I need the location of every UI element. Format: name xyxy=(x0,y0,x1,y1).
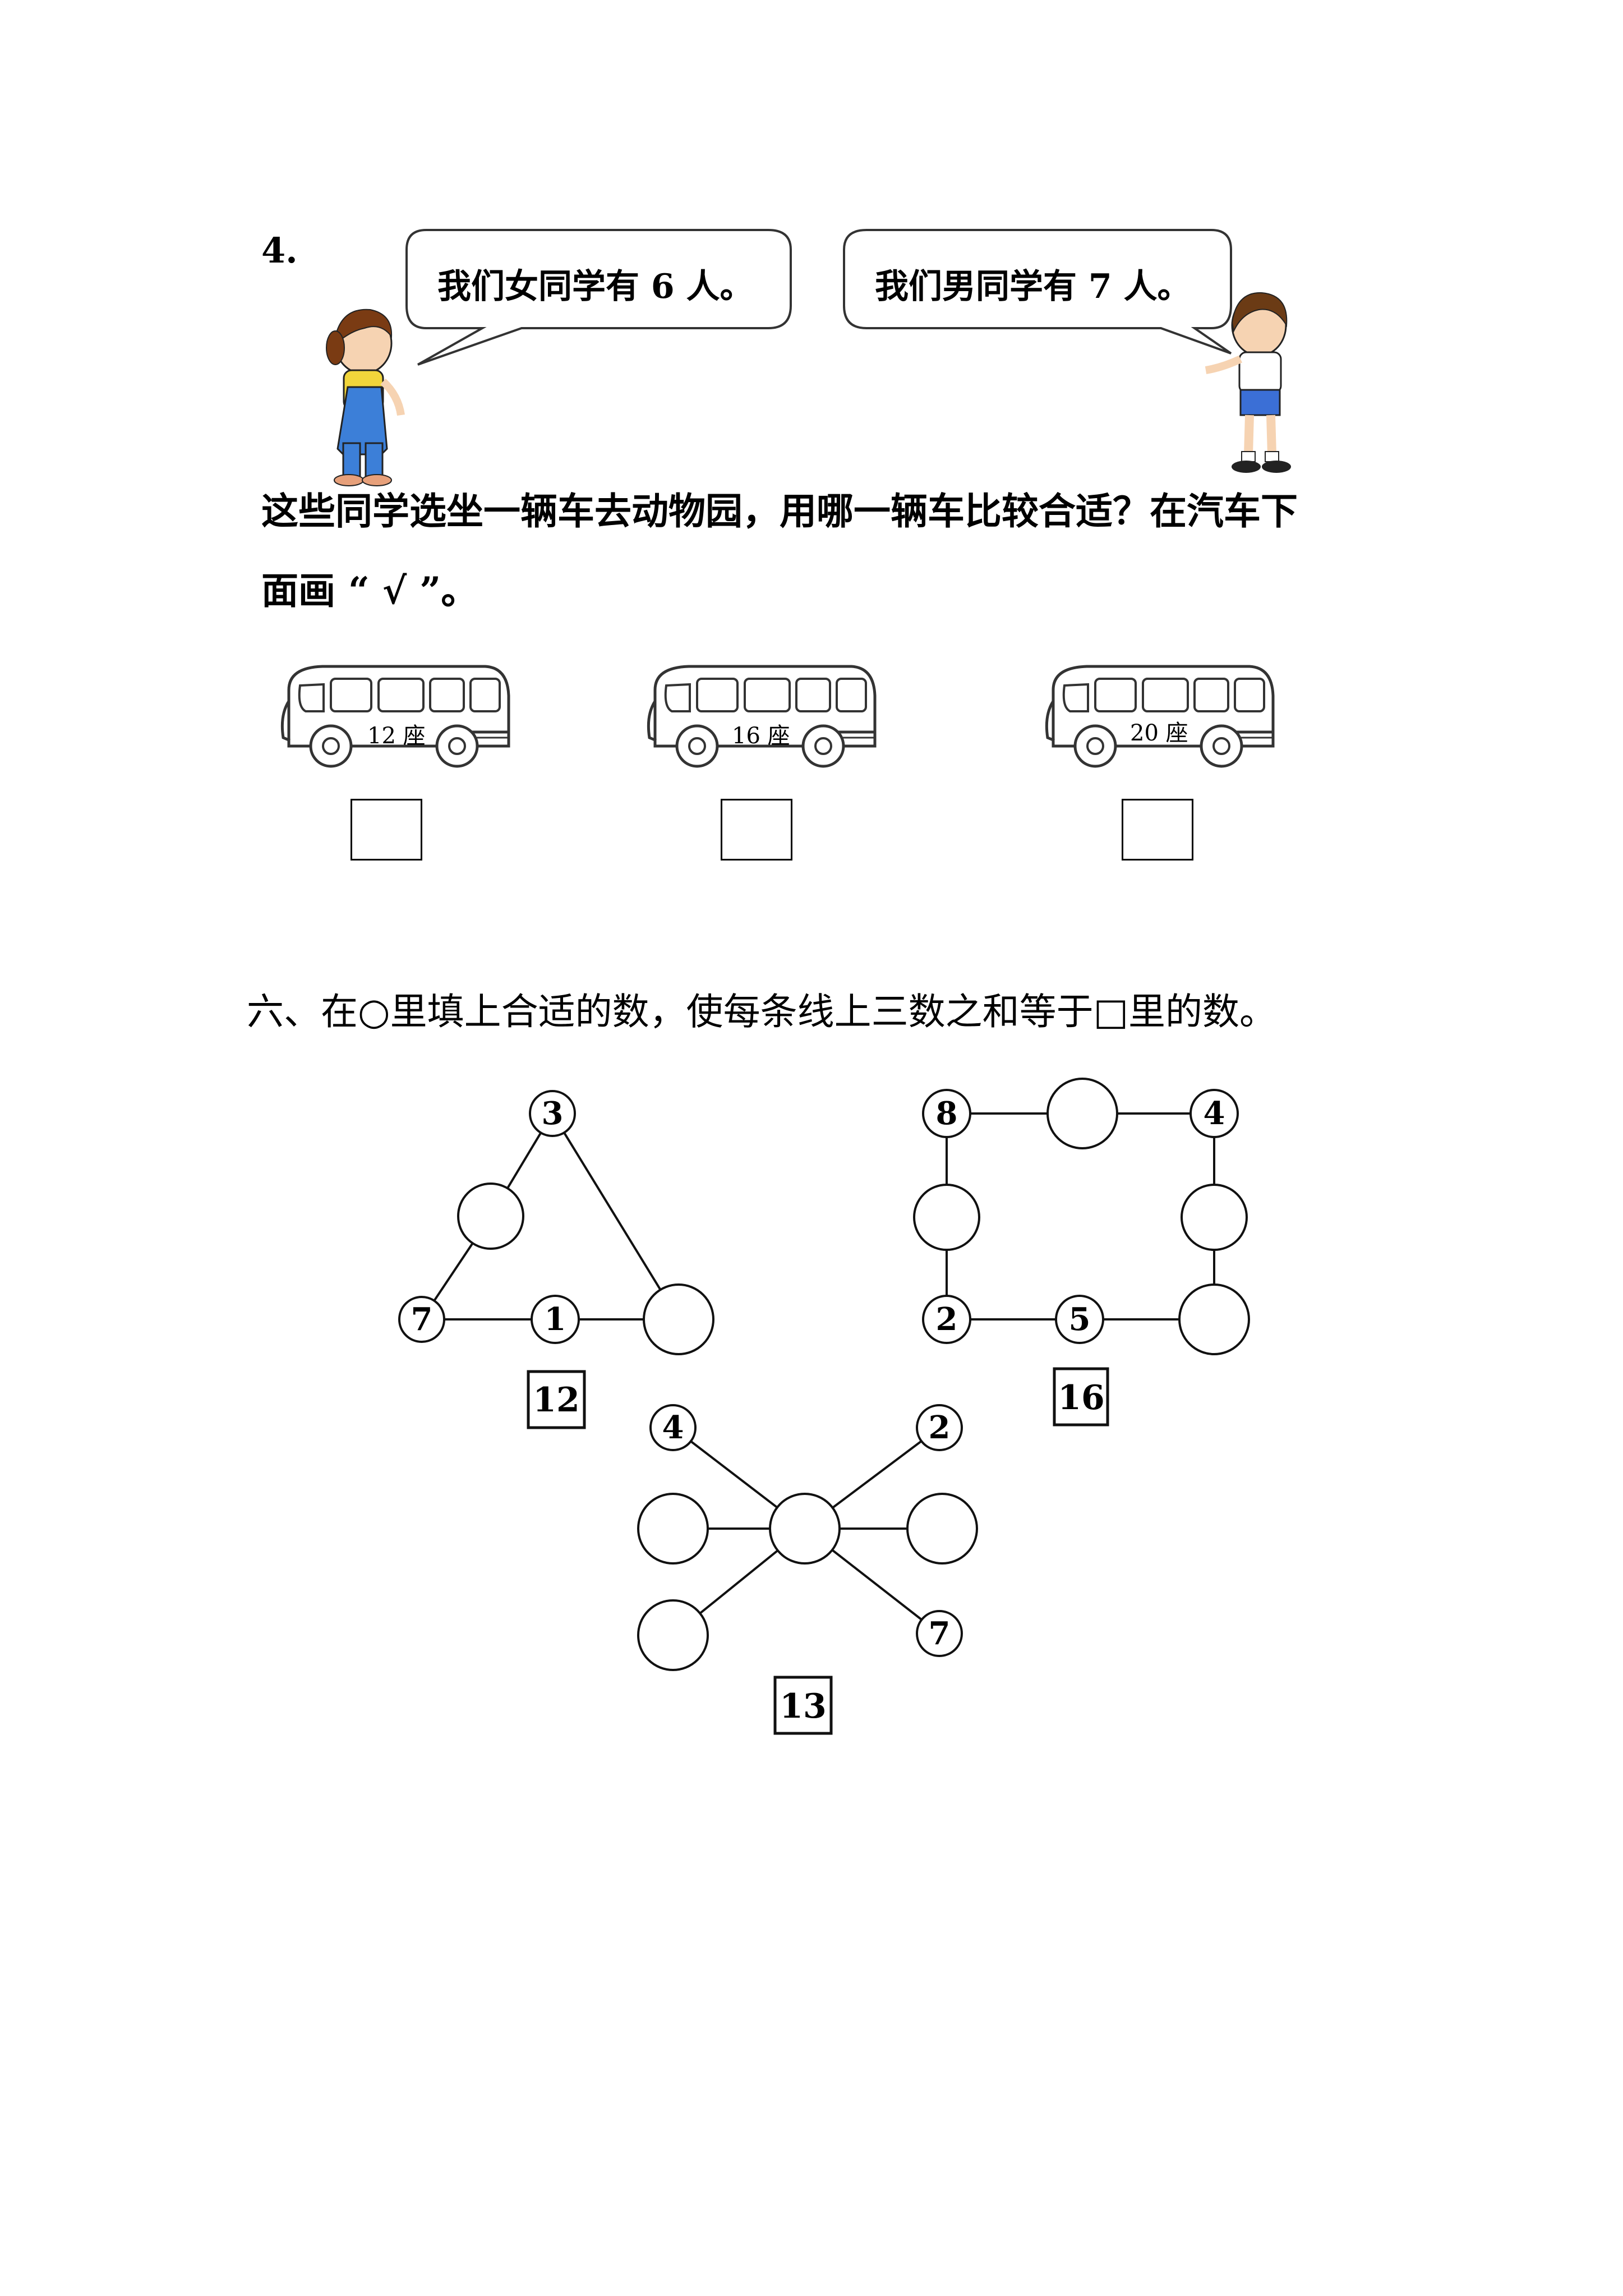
bus-seat-label: 12 座 xyxy=(367,723,426,749)
boy-figure-icon xyxy=(1205,292,1291,473)
answer-box-bus-12[interactable] xyxy=(351,799,422,861)
square-puzzle xyxy=(913,1078,1250,1355)
triangle-bottom-left-circle xyxy=(398,1296,445,1343)
butterfly-target-number: 13 xyxy=(780,1687,827,1726)
square-top-left-number: 8 xyxy=(936,1095,958,1132)
butterfly-left-blank-circle[interactable] xyxy=(637,1493,709,1565)
square-left-blank-circle[interactable] xyxy=(913,1184,980,1251)
butterfly-bottom-right-number: 7 xyxy=(929,1615,951,1652)
answer-box-bus-20[interactable] xyxy=(1122,799,1193,861)
girl-speech-text: 我们女同学有 6 人。 xyxy=(437,267,754,306)
square-target-box xyxy=(1053,1367,1109,1427)
butterfly-top-left-circle xyxy=(649,1404,697,1451)
square-target-number: 16 xyxy=(1058,1378,1105,1418)
butterfly-bottom-right-circle xyxy=(916,1610,963,1657)
square-bottom-middle-circle xyxy=(1055,1295,1104,1344)
buses-illustration: 12 座 16 座 20 座 xyxy=(0,0,1623,898)
square-top-left-circle xyxy=(922,1089,971,1138)
triangle-bottom-middle-circle xyxy=(531,1295,580,1344)
butterfly-bottom-left-blank-circle[interactable] xyxy=(637,1599,709,1671)
question-number: 4. xyxy=(261,230,298,271)
square-right-blank-circle[interactable] xyxy=(1181,1184,1248,1251)
question4-illustration xyxy=(326,229,1291,486)
answer-box-bus-16[interactable] xyxy=(721,799,792,861)
square-top-right-number: 4 xyxy=(1204,1095,1225,1132)
triangle-top-circle xyxy=(529,1090,576,1137)
butterfly-center-blank-circle[interactable] xyxy=(769,1493,841,1565)
butterfly-target-box xyxy=(773,1676,833,1735)
square-top-right-circle xyxy=(1189,1089,1239,1138)
bus-seat-label: 16 座 xyxy=(732,723,790,749)
section6-title: 六、在○里填上合适的数，使每条线上三数之和等于□里的数。 xyxy=(247,990,1276,1033)
girl-figure-icon xyxy=(326,309,405,486)
butterfly-puzzle xyxy=(637,1404,978,1671)
triangle-bottom-middle-number: 1 xyxy=(545,1301,566,1338)
triangle-target-box xyxy=(527,1370,586,1429)
question4-prompt-line1: 这些同学选坐一辆车去动物园，用哪一辆车比较合适？在汽车下 xyxy=(261,489,1298,533)
boy-speech-text: 我们男同学有 7 人。 xyxy=(875,267,1191,306)
square-bottom-middle-number: 5 xyxy=(1069,1301,1091,1338)
square-bottom-right-blank-circle[interactable] xyxy=(1178,1283,1250,1355)
square-bottom-left-circle xyxy=(922,1295,971,1344)
square-top-blank-circle[interactable] xyxy=(1046,1078,1118,1149)
girl-speech-bubble xyxy=(405,229,792,366)
triangle-bottom-left-number: 7 xyxy=(411,1301,433,1338)
butterfly-top-right-number: 2 xyxy=(929,1409,951,1446)
triangle-puzzle xyxy=(398,1090,714,1355)
question4-prompt-line2: 面画 “ √ ”。 xyxy=(261,569,478,613)
bus-seat-label: 20 座 xyxy=(1130,720,1188,746)
triangle-target-number: 12 xyxy=(533,1381,580,1420)
triangle-top-number: 3 xyxy=(542,1095,564,1132)
butterfly-right-blank-circle[interactable] xyxy=(906,1493,978,1565)
triangle-left-blank-circle[interactable] xyxy=(457,1182,524,1250)
butterfly-top-right-circle xyxy=(916,1404,963,1451)
triangle-right-blank-circle[interactable] xyxy=(643,1283,714,1355)
boy-speech-bubble xyxy=(843,229,1232,355)
square-bottom-left-number: 2 xyxy=(936,1301,958,1338)
butterfly-top-left-number: 4 xyxy=(662,1409,684,1446)
